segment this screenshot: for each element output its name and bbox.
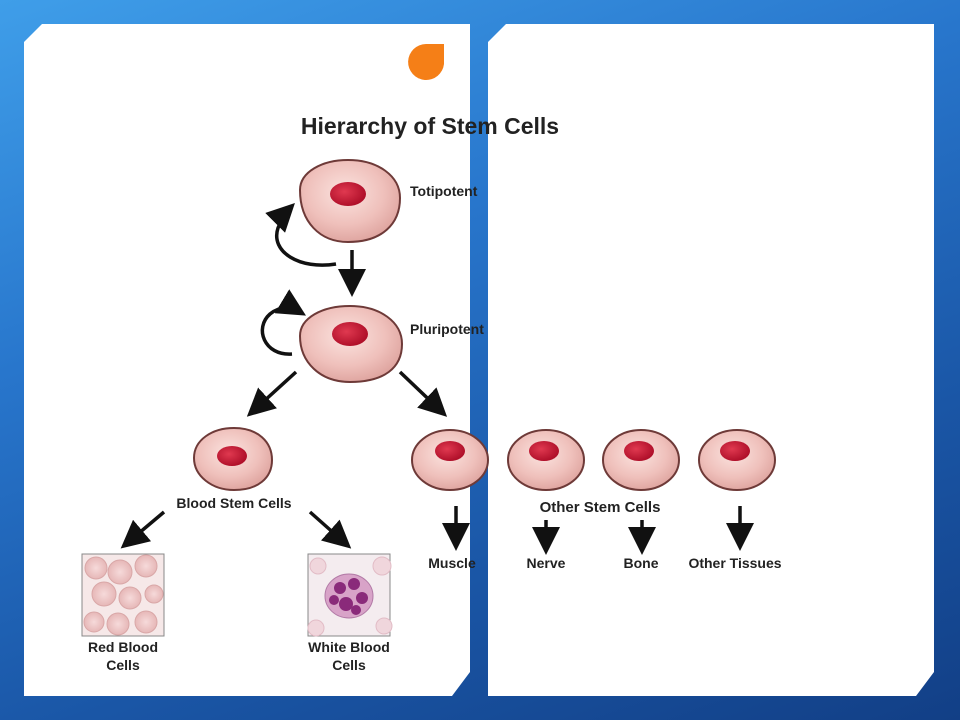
white-blood-cells-label-line1: White Blood — [308, 639, 390, 655]
blood-stem-cell — [192, 426, 274, 492]
target-label-muscle: Muscle — [428, 555, 476, 571]
blood-stem-cells-label: Blood Stem Cells — [176, 495, 291, 511]
blood-to-red-arrow — [120, 510, 166, 549]
target-label-bone: Bone — [624, 555, 659, 571]
pluripotent-self-renewal-arrow — [260, 289, 307, 356]
white-blood-cells-label-line2: Cells — [332, 657, 366, 673]
other-stem-cell — [698, 429, 776, 491]
other-stem-cell — [602, 429, 680, 491]
other-stem-cell — [507, 429, 585, 491]
accent-bullet-icon — [408, 44, 444, 80]
red-blood-cells-image — [81, 553, 165, 637]
white-blood-cell-image — [307, 553, 393, 637]
blood-to-white-arrow — [308, 510, 352, 549]
totipotent-self-renewal-arrow — [265, 203, 337, 267]
target-label-nerve: Nerve — [527, 555, 566, 571]
pluripotent-to-blood-arrow — [246, 370, 298, 417]
red-blood-cells-label-line2: Cells — [106, 657, 140, 673]
red-blood-cells-label-line1: Red Blood — [88, 639, 158, 655]
totipotent-label: Totipotent — [410, 183, 478, 199]
pluripotent-to-other-arrow — [398, 370, 448, 417]
pluripotent-label: Pluripotent — [410, 321, 484, 337]
diagram-title: Hierarchy of Stem Cells — [301, 113, 559, 139]
pluripotent-cell — [298, 304, 404, 384]
totipotent-cell — [298, 158, 402, 244]
slide-panel-right — [488, 24, 934, 696]
other-stem-cell — [411, 429, 489, 491]
target-label-other-tissues: Other Tissues — [688, 555, 781, 571]
other-stem-cells-label: Other Stem Cells — [540, 499, 661, 516]
